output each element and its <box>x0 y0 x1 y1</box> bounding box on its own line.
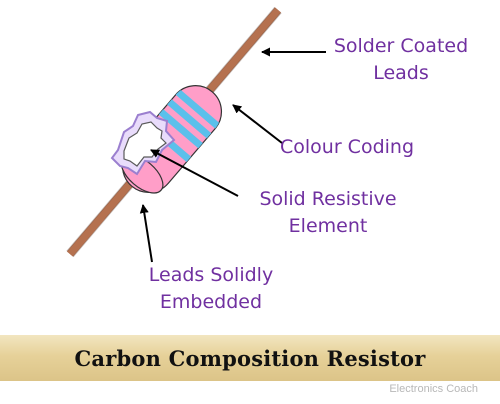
lower-lead-segment <box>67 214 105 257</box>
resistor-illustration <box>66 6 326 263</box>
resistive-element-core <box>123 121 167 167</box>
label-line: Leads <box>373 62 429 84</box>
label-leads-solidly-embedded: Leads Solidly Embedded <box>126 262 296 316</box>
colour-band <box>164 96 215 142</box>
watermark: Electronics Coach <box>389 383 478 395</box>
label-line: Element <box>288 215 368 237</box>
label-solder-coated-leads: Solder Coated Leads <box>316 33 486 87</box>
label-line: Solid Resistive <box>259 188 397 210</box>
arrow-leads-embedded <box>139 204 153 263</box>
label-line: Leads Solidly <box>148 264 274 286</box>
label-line: Embedded <box>159 291 263 313</box>
label-line: Solder Coated <box>333 35 469 57</box>
diagram-caption: Carbon Composition Resistor <box>74 345 426 371</box>
label-solid-resistive-element: Solid Resistive Element <box>238 186 418 240</box>
label-line: Colour Coding <box>279 136 415 158</box>
caption-band: Carbon Composition Resistor <box>0 335 500 381</box>
arrow-colour-coding <box>232 104 283 144</box>
colour-band <box>155 106 206 151</box>
label-colour-coding: Colour Coding <box>272 134 422 161</box>
arrow-resistive-element <box>150 149 239 197</box>
